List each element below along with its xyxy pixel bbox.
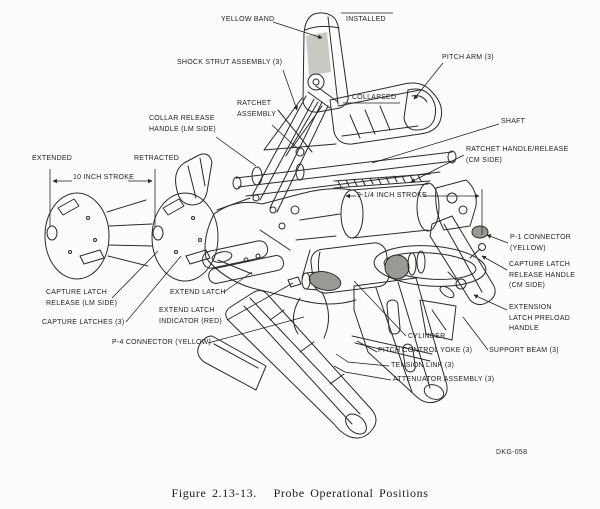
leader-capture-cm — [481, 255, 508, 271]
label-collar-release-handle: COLLAR RELEASE HANDLE (LM SIDE) — [149, 115, 217, 133]
shaft-bundle — [232, 147, 457, 197]
drawing-number: DKG-058 — [496, 449, 528, 456]
leader-pitch-yoke — [356, 340, 378, 353]
label-pitch-control-yoke: PITCH CONTROL YOKE (3) — [378, 347, 473, 354]
leg-long — [225, 290, 377, 439]
label-support-beam: SUPPORT BEAM (3) — [489, 347, 559, 354]
label-ratchet-handle-release: RATCHET HANDLE/RELEASE (CM SIDE) — [466, 146, 569, 164]
leader-capture-latches — [125, 255, 182, 323]
label-shaft: SHAFT — [501, 118, 526, 125]
collar-assembly — [202, 240, 302, 288]
label-tension-link: TENSION LINK (3) — [391, 362, 455, 369]
label-p1-connector: P-1 CONNECTOR (YELLOW) — [510, 234, 572, 252]
pitch-arm-bracket — [435, 179, 477, 231]
leg-stub — [197, 335, 267, 391]
label-shock-strut-assembly: SHOCK STRUT ASSEMBLY (3) — [177, 59, 283, 66]
leader-attenuator — [333, 365, 392, 381]
leader-pitch-arm — [413, 62, 444, 100]
label-extend-latch-indicator: EXTEND LATCH INDICATOR (RED) — [159, 307, 222, 325]
leader-shock-strut — [282, 69, 298, 111]
probe-installed — [302, 12, 349, 113]
leader-cylinder — [353, 280, 407, 337]
leader-yellow-band — [272, 21, 323, 39]
label-attenuator-assembly: ATTENUATOR ASSEMBLY (3) — [393, 376, 495, 383]
disc-retracted — [151, 153, 253, 282]
leader-tension-link — [335, 353, 390, 367]
label-capture-latch-release-lm: CAPTURE LATCH RELEASE (LM SIDE) — [46, 289, 118, 307]
leader-extension-latch — [473, 294, 508, 311]
label-extended: EXTENDED — [32, 155, 73, 162]
yoke-ring — [373, 245, 487, 287]
leader-p1 — [486, 234, 509, 244]
leader-ratchet-assembly — [271, 124, 299, 150]
yellow-band-region — [306, 32, 331, 76]
label-capture-latches: CAPTURE LATCHES (3) — [42, 319, 125, 326]
p1-connector-part — [384, 225, 489, 280]
leader-p4 — [207, 316, 305, 344]
p4-connector-part — [301, 271, 342, 291]
leader-lines — [49, 12, 509, 381]
label-retracted: RETRACTED — [134, 155, 180, 162]
leader-capture-lm — [111, 250, 159, 299]
leader-ratchet-handle — [410, 154, 465, 183]
label-pitch-arm: PITCH ARM (3) — [442, 54, 494, 61]
label-p4-connector: P-4 CONNECTOR (YELLOW) — [112, 339, 212, 346]
leader-collar-release — [215, 136, 257, 167]
label-capture-latch-release-handle-cm: CAPTURE LATCH RELEASE HANDLE (CM SIDE) — [509, 261, 576, 289]
leader-extend-latch — [223, 271, 253, 293]
leader-shaft — [371, 123, 500, 164]
support-beam-part — [429, 215, 496, 306]
label-10-inch-stroke: 10 INCH STROKE — [73, 174, 135, 181]
leader-support-beam — [462, 316, 489, 351]
label-yellow-band: YELLOW BAND — [221, 16, 275, 23]
label-installed: INSTALLED — [346, 16, 386, 23]
label-9-1-4-inch-stroke: 9-1/4 INCH STROKE — [357, 192, 427, 199]
leg-center — [351, 277, 457, 404]
label-collapsed: COLLAPSED — [352, 94, 397, 101]
label-cylinder: CYLINDER — [408, 333, 446, 340]
figure-caption: Figure 2.13-13. Probe Operational Positi… — [171, 486, 429, 500]
label-extend-latch: EXTEND LATCH — [170, 289, 226, 296]
label-extension-latch-preload-handle: EXTENSION LATCH PRELOAD HANDLE — [509, 304, 571, 332]
label-ratchet-assembly: RATCHET ASSEMBLY — [237, 100, 277, 118]
leader-extend-indicator — [226, 282, 294, 321]
disc-extended — [44, 192, 153, 280]
